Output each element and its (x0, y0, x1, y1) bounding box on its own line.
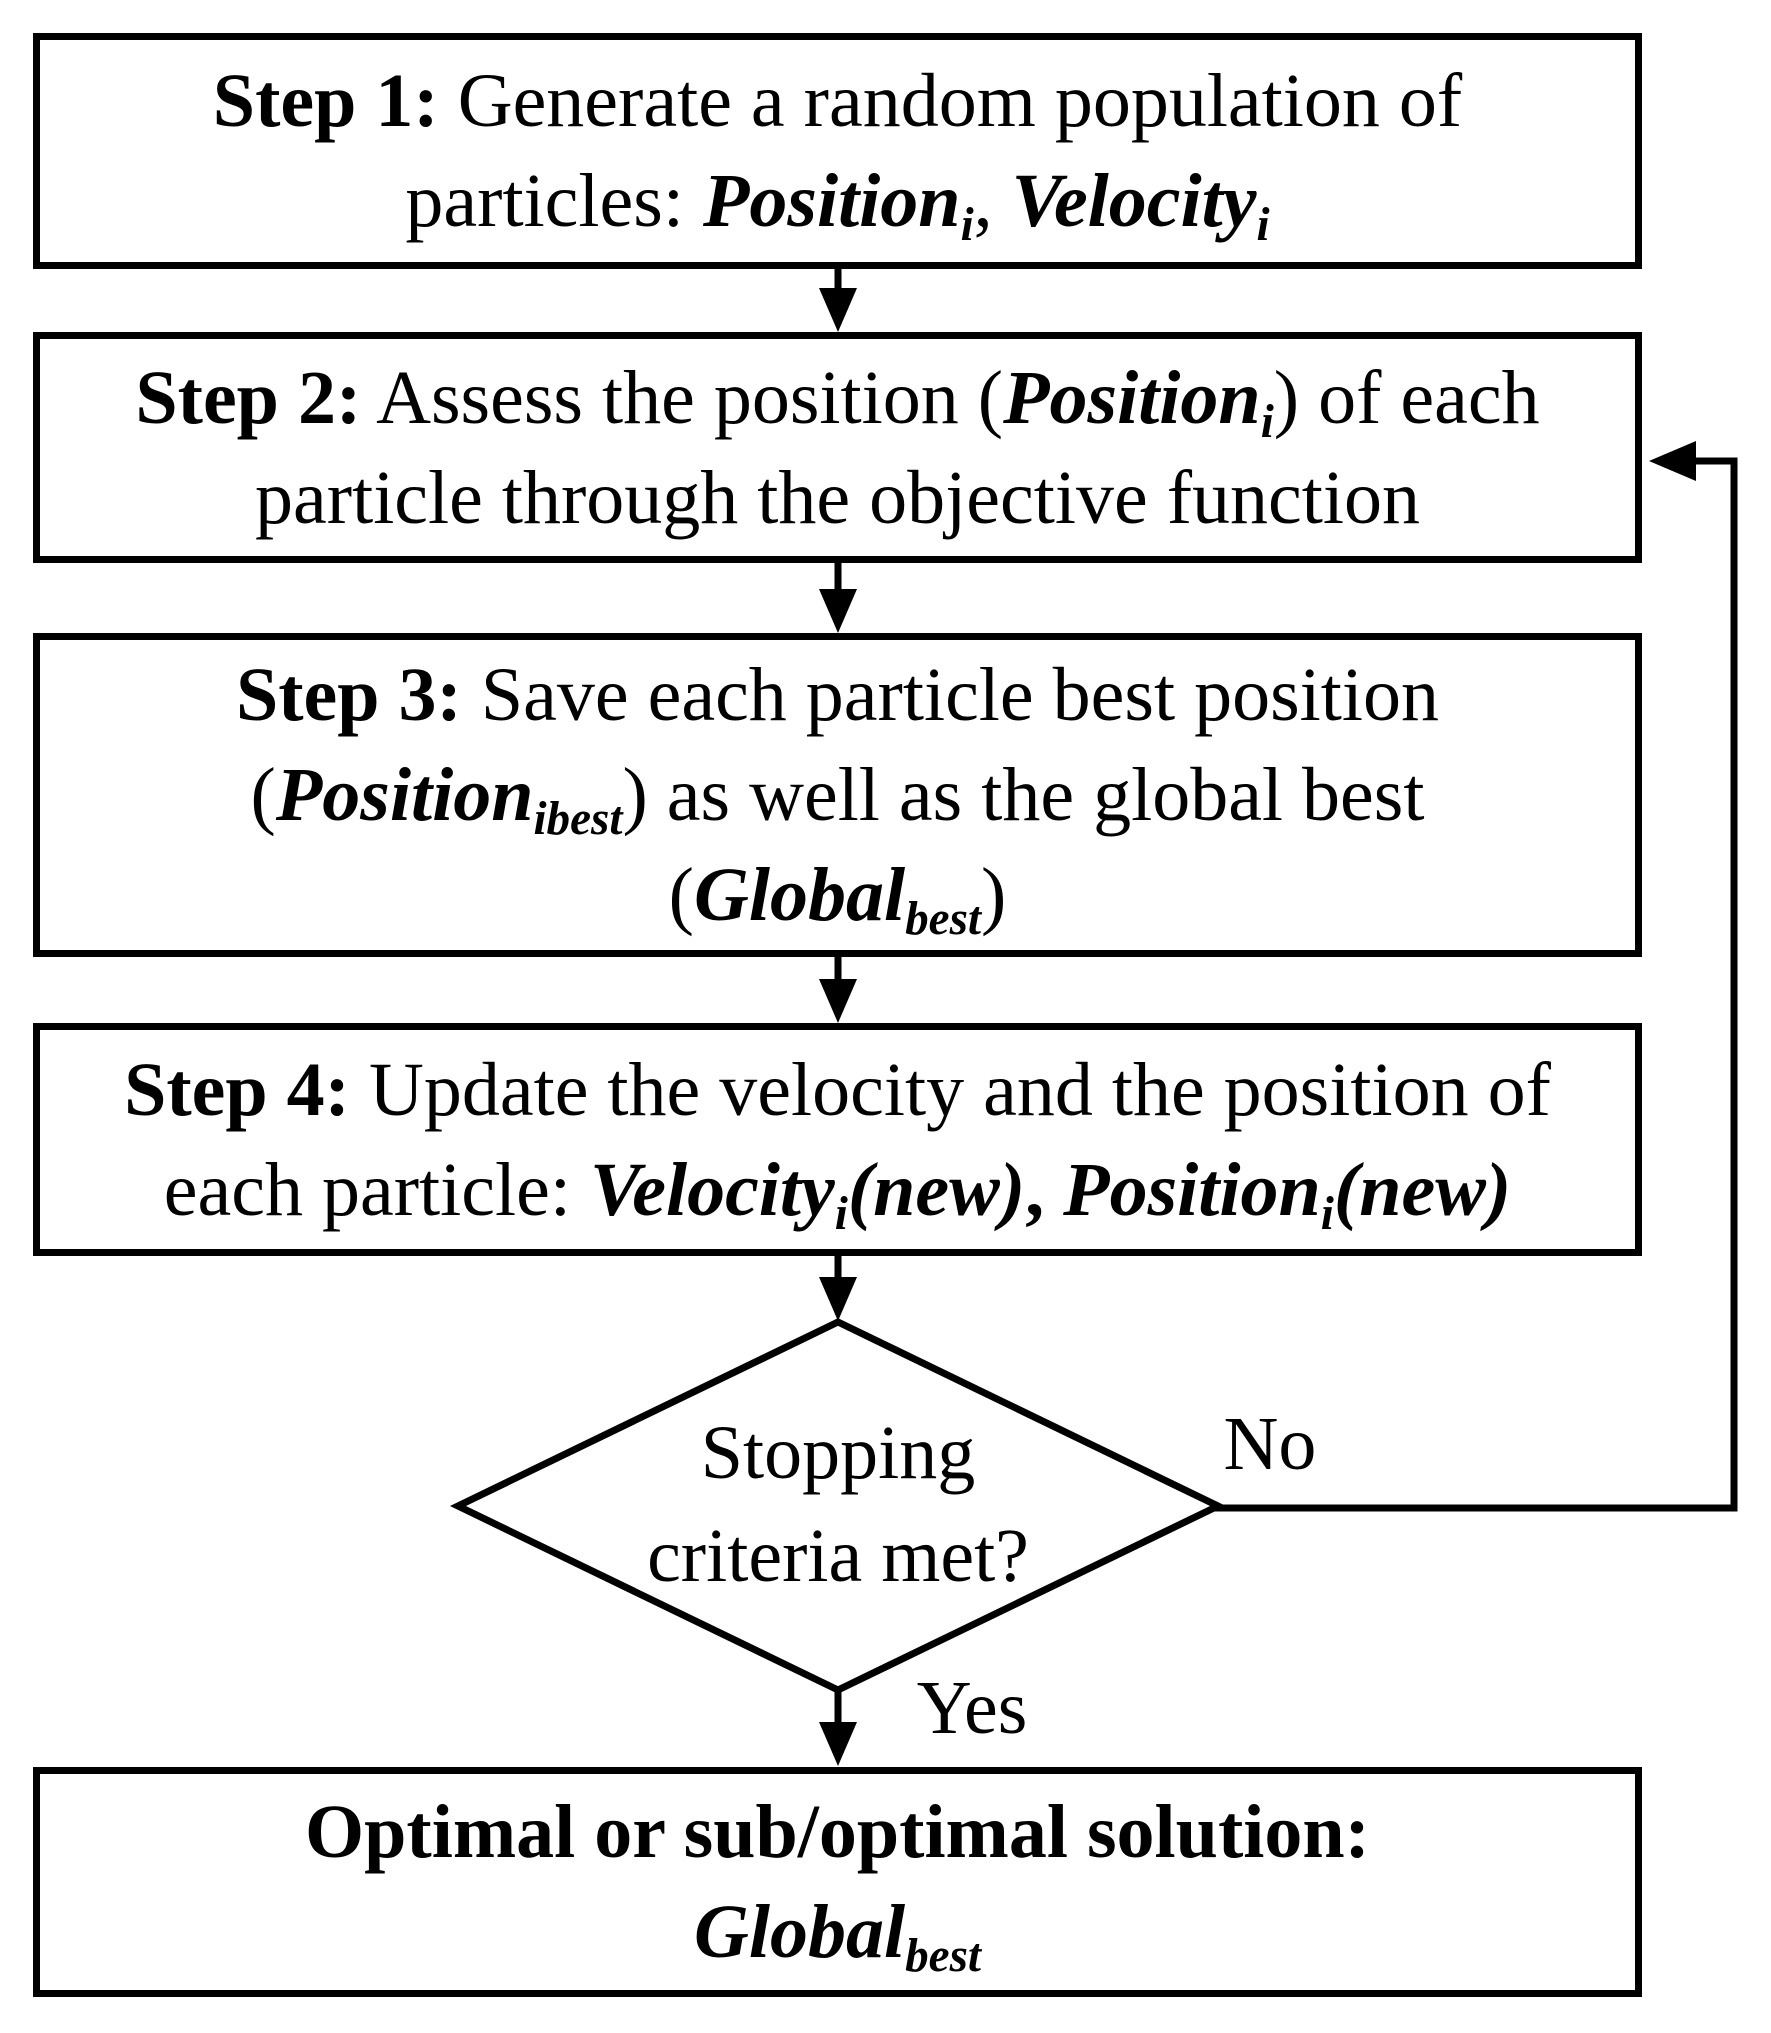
arrow-step2-step3 (819, 563, 857, 633)
arrow-step4-decision (819, 1256, 857, 1321)
result-box: Optimal or sub/optimal solution:Globalbe… (33, 1767, 1642, 1997)
step3-text: Step 3: Save each particle best position… (235, 653, 1440, 946)
branch-label-yes: Yes (916, 1666, 1028, 1750)
step4-text: Step 4: Update the velocity and the posi… (124, 1047, 1551, 1240)
arrow-step3-step4 (819, 957, 857, 1023)
branch-label-no: No (1223, 1402, 1317, 1486)
step4-box: Step 4: Update the velocity and the posi… (33, 1023, 1642, 1256)
step2-text: Step 2: Assess the position (Positioni) … (135, 355, 1540, 540)
loopback-no-connector (1214, 441, 1738, 1512)
result-text: Optimal or sub/optimal solution:Globalbe… (305, 1790, 1370, 1983)
arrow-step1-step2 (819, 269, 857, 332)
step3-box: Step 3: Save each particle best position… (33, 633, 1642, 957)
step2-box: Step 2: Assess the position (Positioni) … (33, 332, 1642, 563)
arrow-decision-result-yes (819, 1690, 857, 1766)
